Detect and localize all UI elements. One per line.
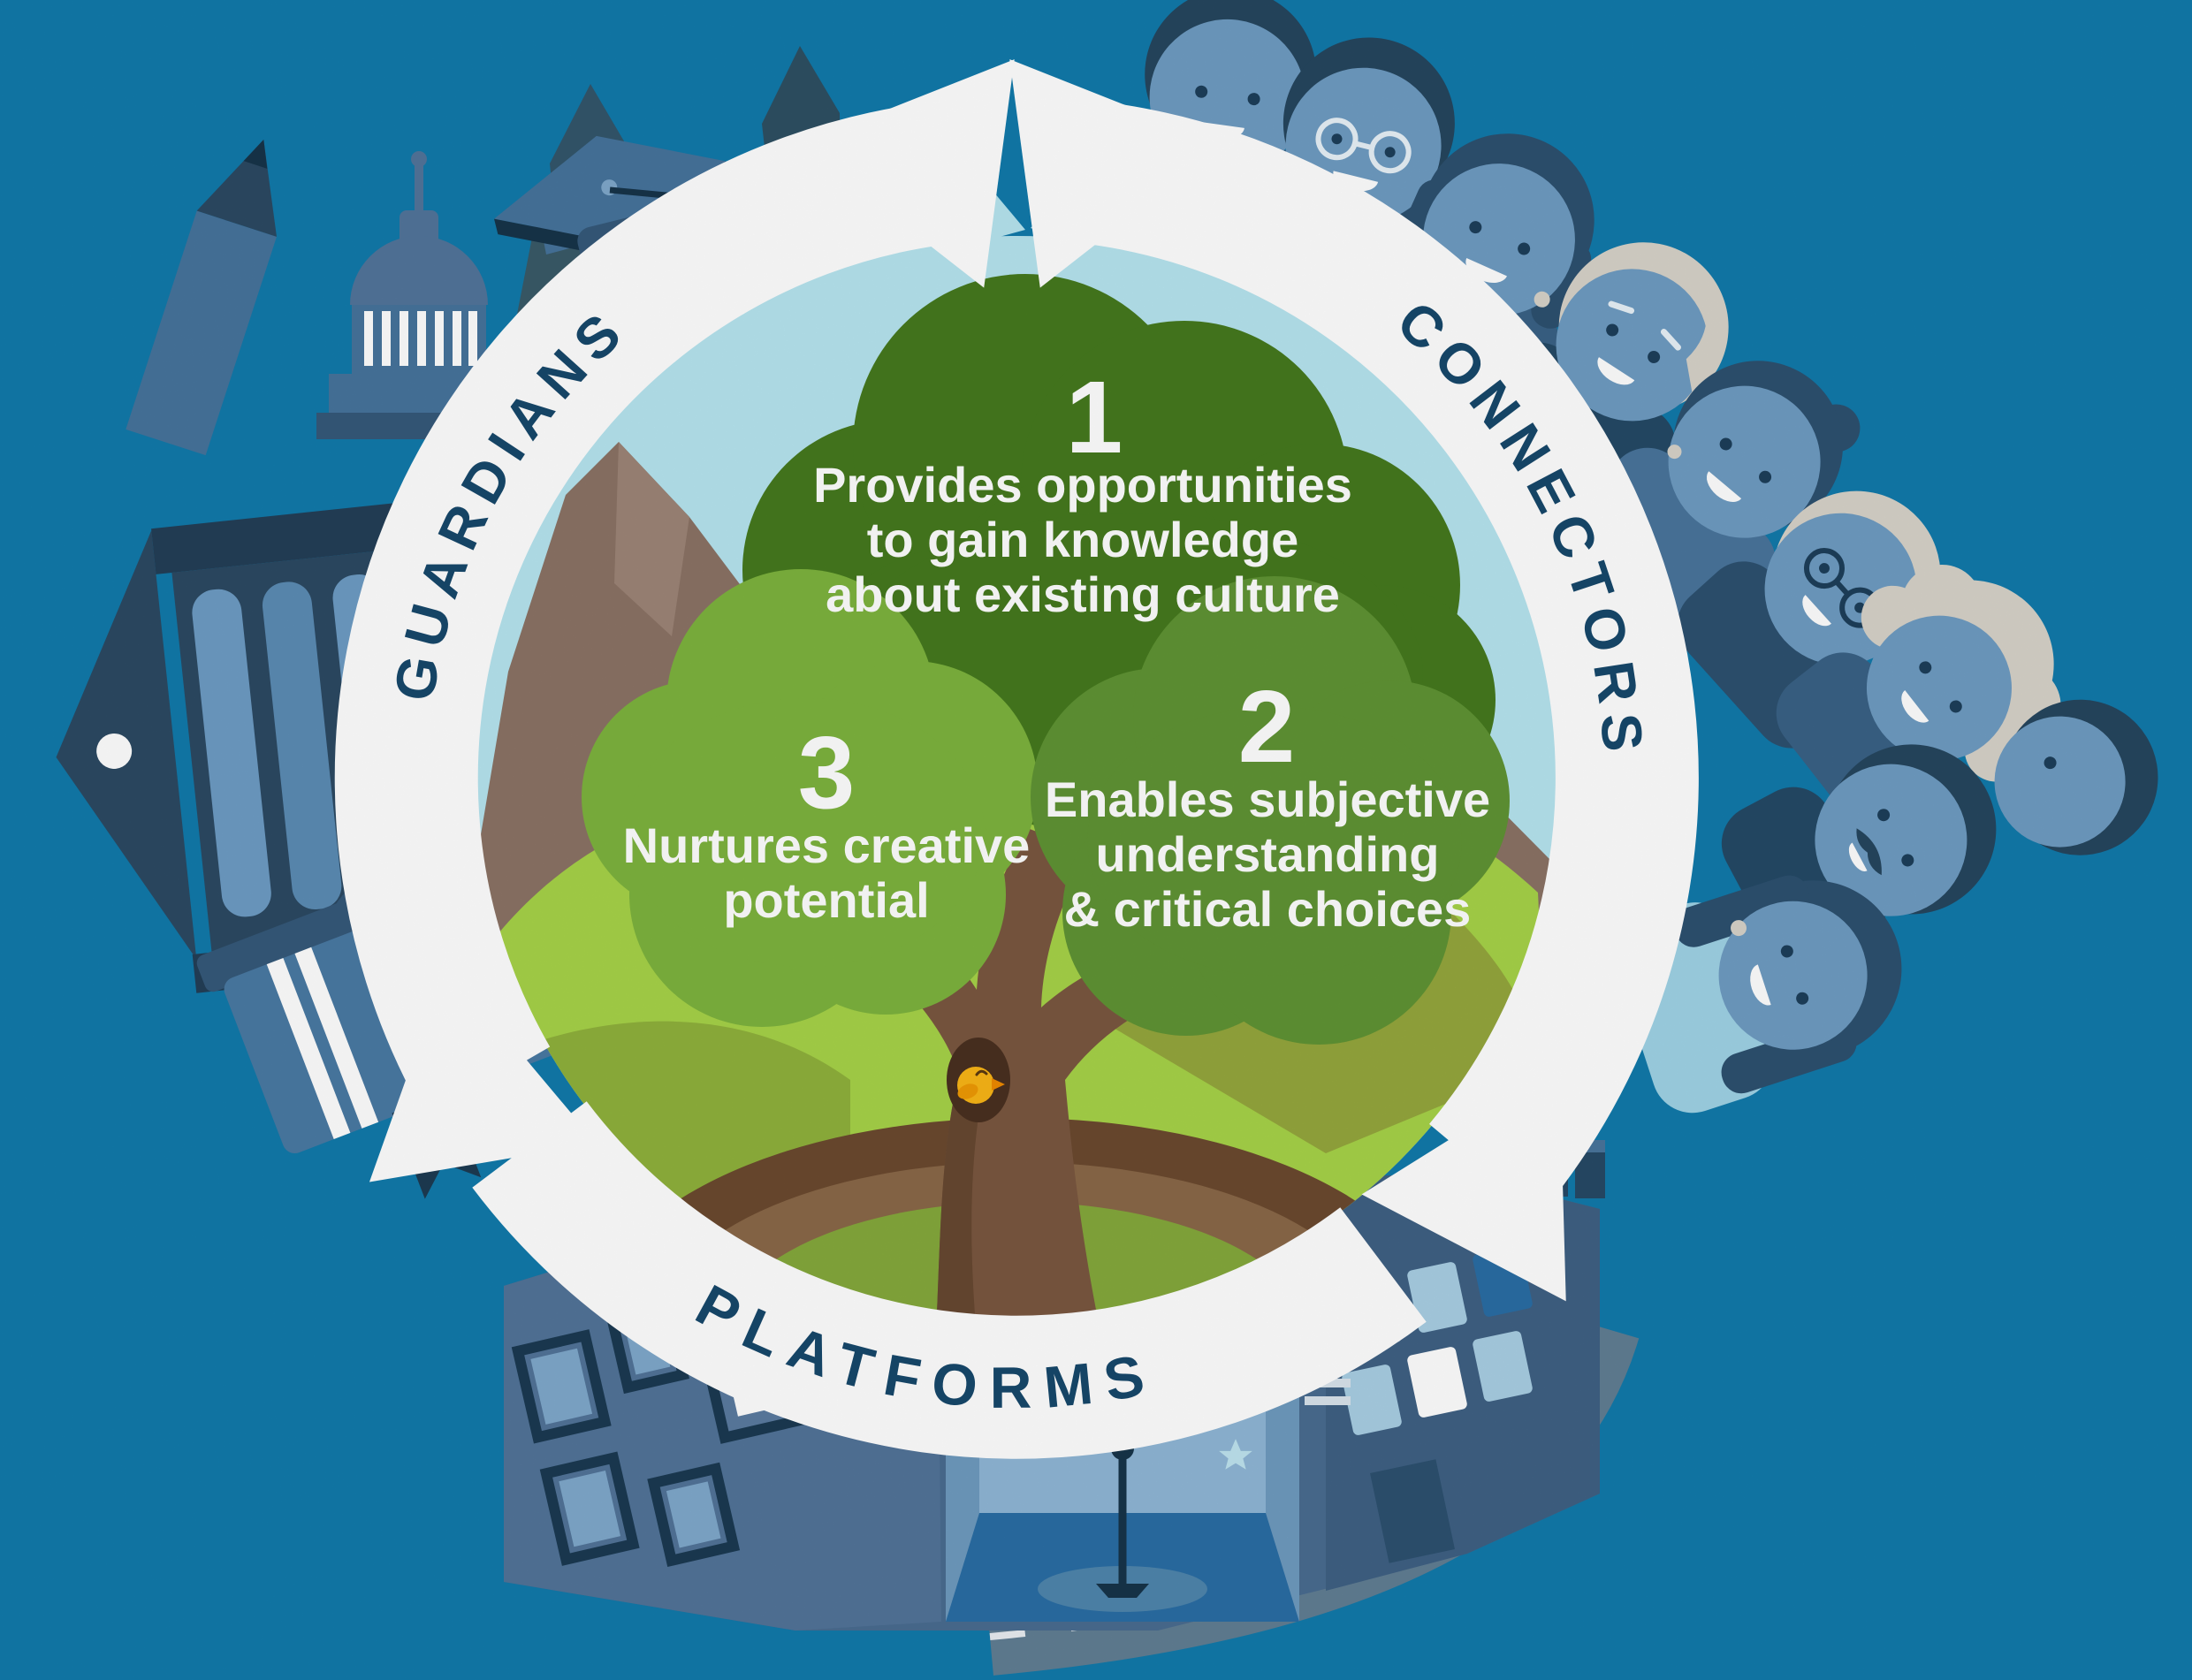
cycle-diagram: 1 Provides opportunities to gain knowled… (0, 0, 2192, 1680)
noise-overlay (0, 0, 2192, 1680)
infographic-canvas: 1 Provides opportunities to gain knowled… (0, 0, 2192, 1680)
